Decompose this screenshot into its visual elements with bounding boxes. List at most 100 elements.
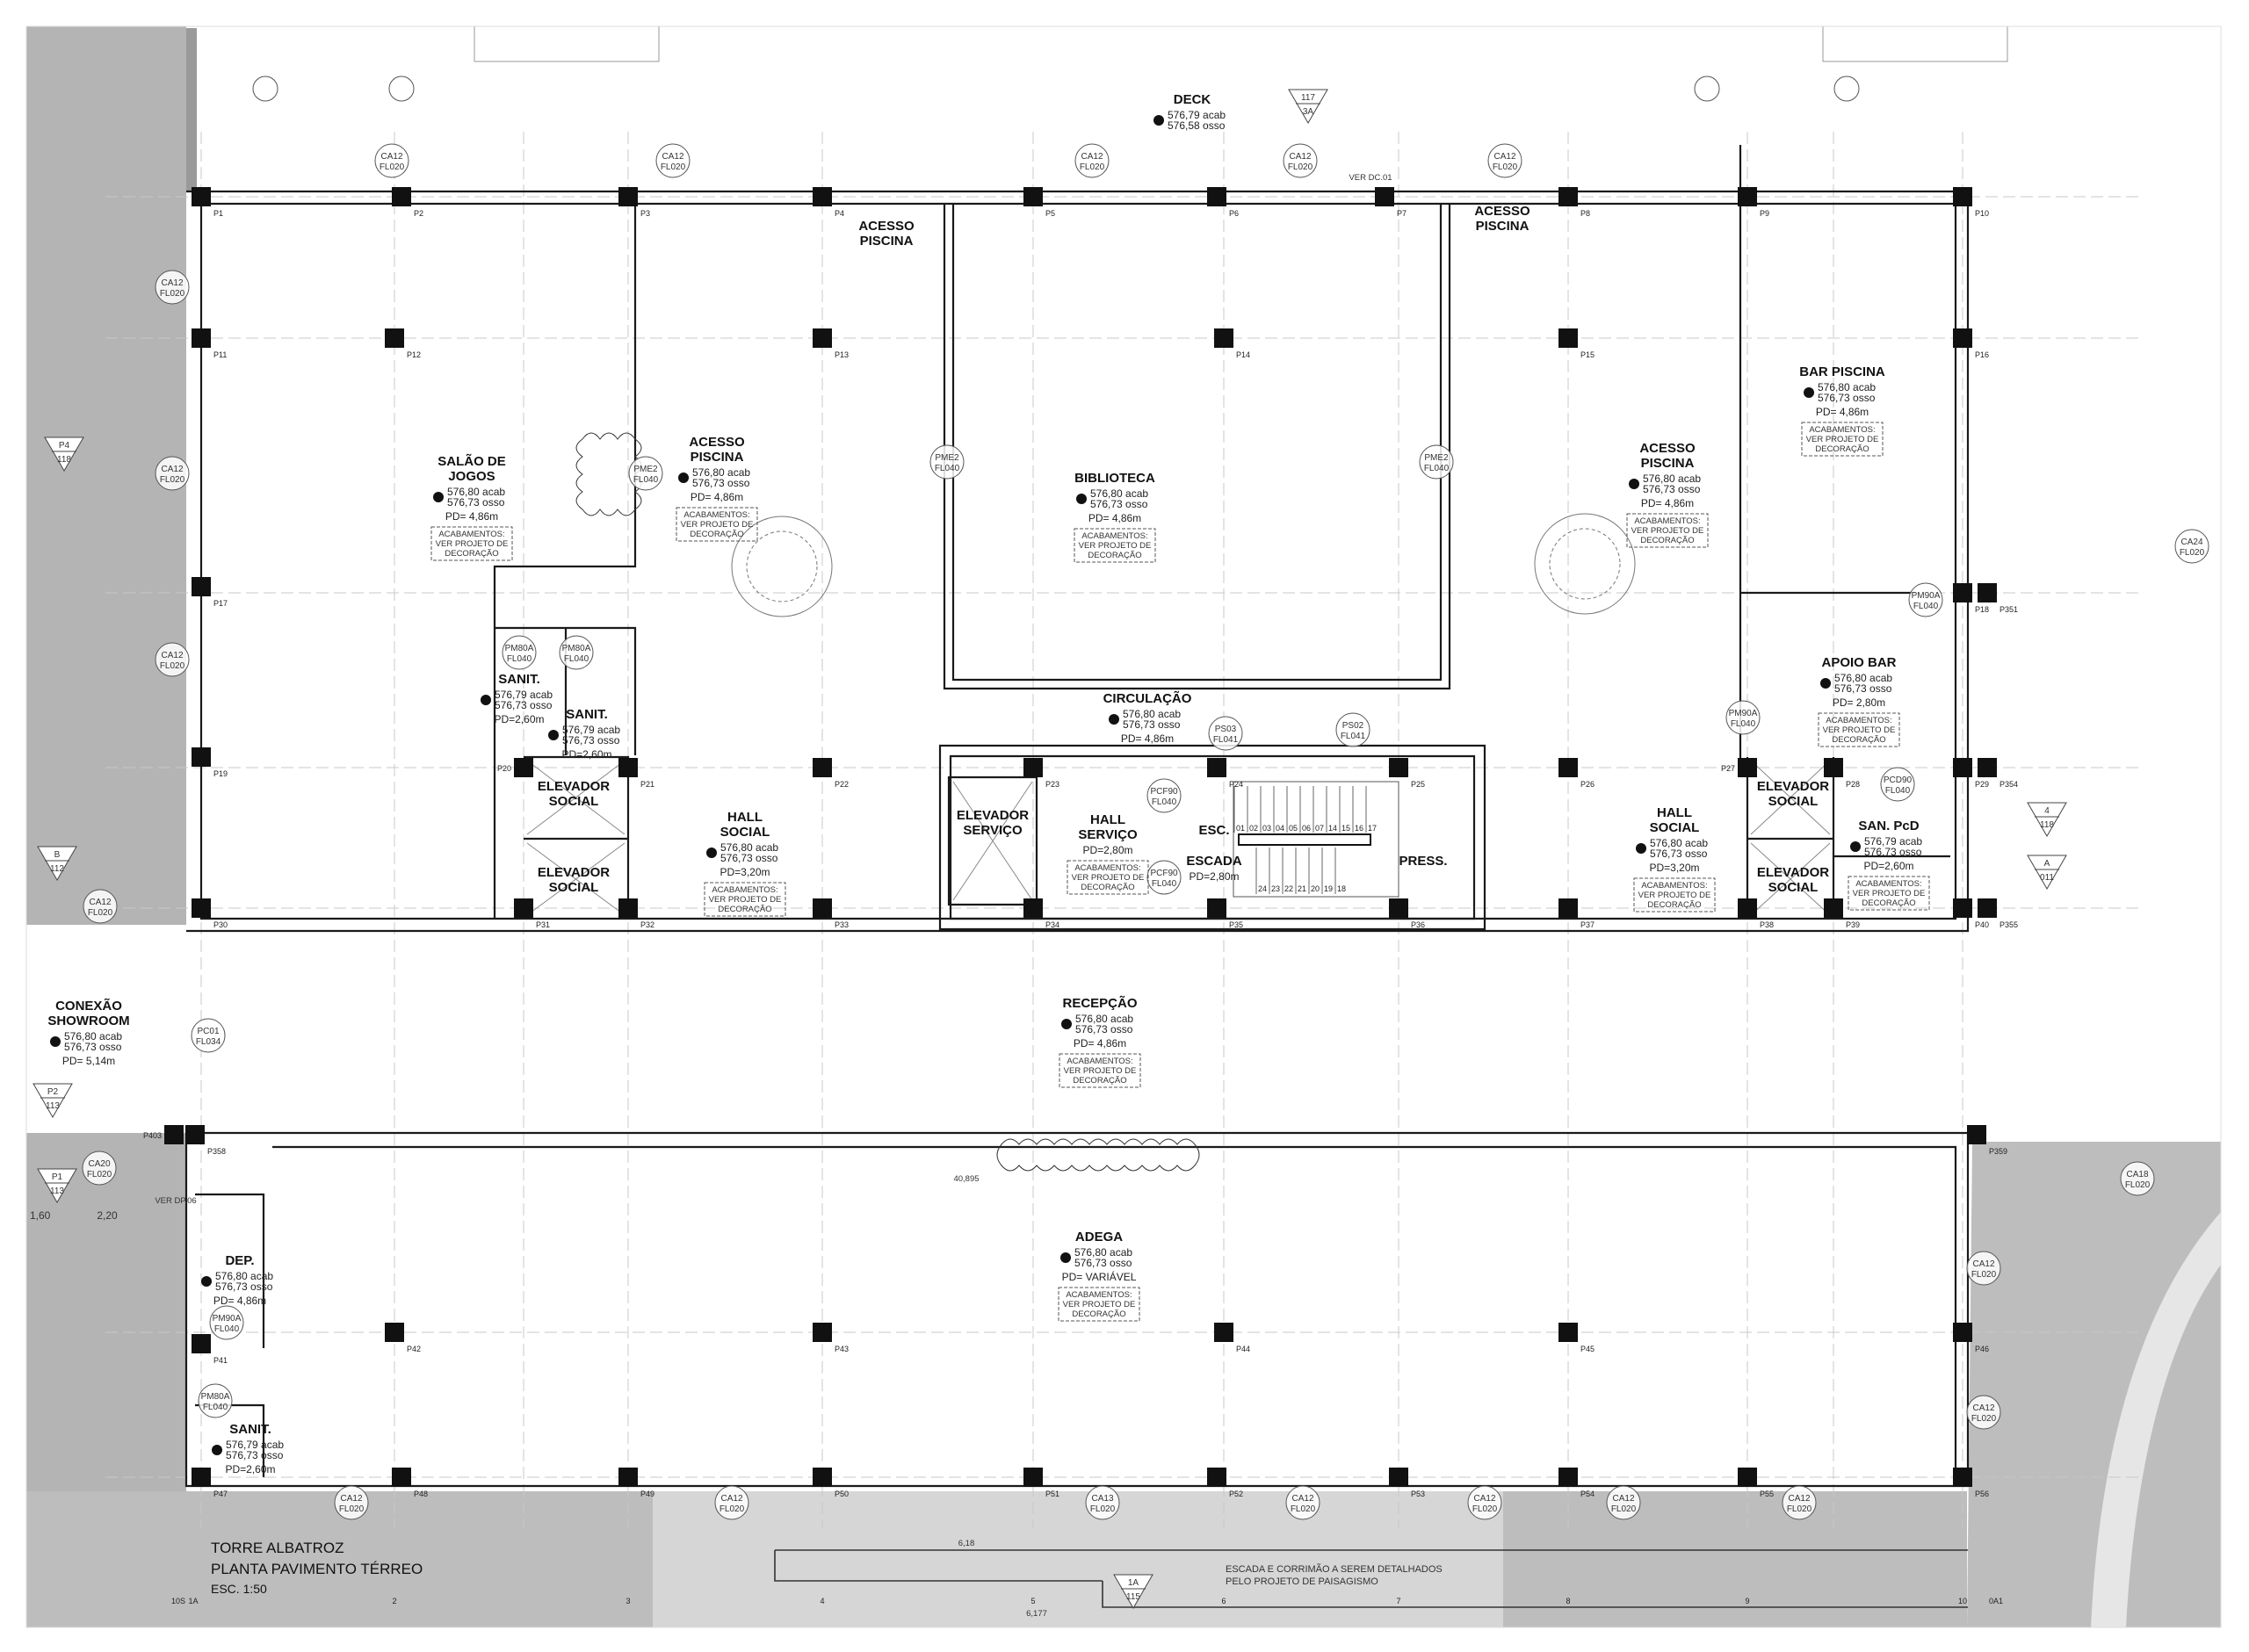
room-name: SERVIÇO <box>1078 827 1138 842</box>
level-structural: 576,73 osso <box>64 1041 122 1053</box>
column-label: P37 <box>1580 920 1595 929</box>
column <box>1214 1323 1233 1342</box>
callout-label: 1A <box>1128 1578 1139 1588</box>
column-label: P44 <box>1236 1345 1250 1353</box>
column-label: P56 <box>1975 1490 1989 1498</box>
room-name: ADEGA <box>1075 1230 1123 1244</box>
column-label: P54 <box>1580 1490 1595 1498</box>
tag-code: FL020 <box>380 162 405 172</box>
dimension-showroom-door: 2,20 <box>97 1209 118 1222</box>
finish-note-line: ACABAMENTOS: <box>712 885 777 895</box>
room-name: SOCIAL <box>1768 880 1819 895</box>
tag-circle <box>374 143 409 178</box>
room-name: ACESSO <box>1474 204 1530 219</box>
room-name: PISCINA <box>1641 456 1695 471</box>
level-structural: 576,73 osso <box>1074 1257 1132 1269</box>
tag-type: PM90A <box>213 1314 242 1324</box>
room-name: CONEXÃO <box>55 998 122 1014</box>
tag-code: FL020 <box>160 475 185 485</box>
tag-code: FL040 <box>1152 879 1177 889</box>
column <box>1824 758 1843 777</box>
level-marker-icon <box>481 695 491 705</box>
finish-note-line: ACABAMENTOS: <box>1067 1057 1132 1066</box>
ceiling-height: PD= 4,86m <box>213 1295 266 1307</box>
tag-type: PM90A <box>1729 709 1758 718</box>
wall-service-core <box>938 744 1486 931</box>
tag-code: FL020 <box>1472 1504 1498 1514</box>
tag-type: PS03 <box>1215 725 1237 734</box>
tree-icon <box>252 76 278 102</box>
callout-triangle <box>33 1083 73 1118</box>
callout-label: P2 <box>47 1087 59 1097</box>
finish-note-line: ACABAMENTOS: <box>1809 425 1875 435</box>
grid-axis-label: 10S <box>171 1597 185 1605</box>
exterior-stair <box>774 1549 1968 1608</box>
tag-circle <box>198 1383 233 1418</box>
column <box>192 1468 211 1487</box>
grid-axis-label: 3 <box>626 1597 630 1605</box>
tag-type: CA12 <box>1493 152 1515 162</box>
grid-axis-label: 8 <box>1566 1597 1570 1605</box>
tag-code: FL040 <box>1913 602 1939 611</box>
stair-step-number: 23 <box>1271 884 1280 893</box>
finish-note-line: ACABAMENTOS: <box>438 530 504 539</box>
level-marker-icon <box>1820 678 1831 689</box>
column-label: P14 <box>1236 350 1250 359</box>
tag-type: CA12 <box>1291 1494 1313 1504</box>
column <box>1389 898 1408 918</box>
level-marker-icon <box>50 1036 61 1047</box>
column-label: P55 <box>1760 1490 1774 1498</box>
tag-type: CA12 <box>1788 1494 1810 1504</box>
tag-type: CA12 <box>1972 1403 1994 1413</box>
room-name: SAN. PcD <box>1858 819 1919 833</box>
column <box>185 1125 205 1144</box>
tag-code: FL020 <box>1971 1414 1997 1424</box>
finish-note-line: VER PROJETO DE <box>1072 873 1145 883</box>
grid-axis-label: 5 <box>1030 1597 1035 1605</box>
column-label: P43 <box>835 1345 849 1353</box>
callout-triangle <box>37 1168 77 1203</box>
tag-circle <box>191 1018 226 1053</box>
tag-circle <box>1782 1485 1817 1520</box>
ceiling-height: PD=2,60m <box>561 748 611 761</box>
callout-sheet: 112 <box>50 864 64 874</box>
room-name: ELEVADOR <box>957 808 1029 823</box>
ceiling-height: PD=2,60m <box>494 713 544 725</box>
column <box>1207 758 1226 777</box>
ceiling-height: PD=2,60m <box>1863 860 1913 872</box>
stair-step-number: 02 <box>1249 824 1258 833</box>
column <box>1023 758 1043 777</box>
tag-code: FL020 <box>661 162 686 172</box>
column-label: P15 <box>1580 350 1595 359</box>
dimension-showroom-offset: 1,60 <box>30 1209 51 1222</box>
level-finished: 576,80 acab <box>1074 1246 1132 1259</box>
finish-note-box <box>1058 1287 1140 1322</box>
callout-sheet: 113 <box>50 1187 64 1196</box>
column-label: P50 <box>835 1490 849 1498</box>
level-finished: 576,80 acab <box>1818 381 1876 393</box>
wall-bar-piscina <box>1739 145 1915 764</box>
sheet-title: PLANTA PAVIMENTO TÉRREO <box>211 1561 423 1577</box>
room-label: ESC. <box>1198 823 1229 838</box>
tag-type: PM90A <box>1912 591 1941 601</box>
column-label: P4 <box>835 209 844 218</box>
column <box>1558 1468 1578 1487</box>
finish-note-line: ACABAMENTOS: <box>1081 531 1147 541</box>
level-finished: 576,79 acab <box>1864 835 1922 848</box>
